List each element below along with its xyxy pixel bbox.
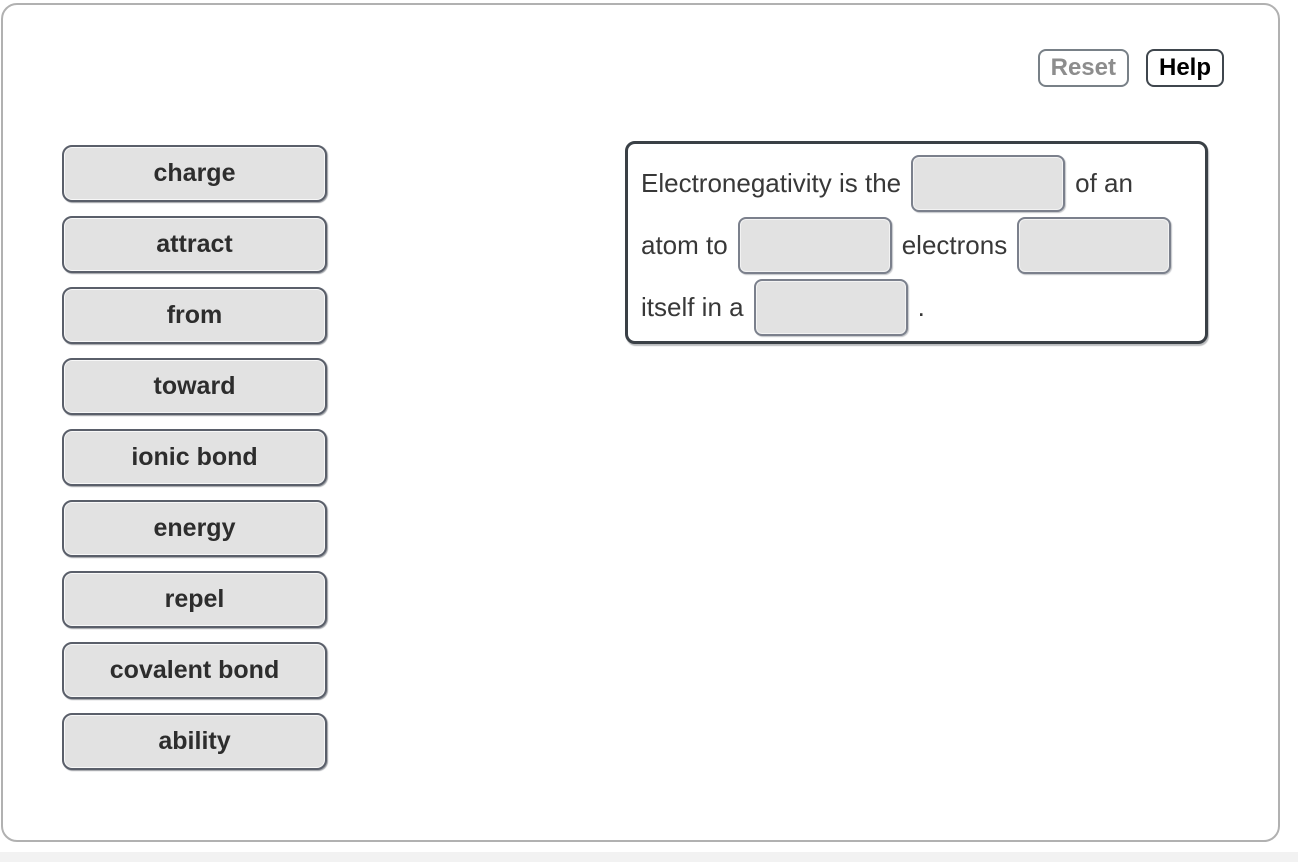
reset-button[interactable]: Reset: [1037, 49, 1129, 87]
word-chip-toward[interactable]: toward: [62, 358, 327, 415]
sentence-text: of an: [1075, 167, 1133, 198]
sentence-line-3: itself in a .: [641, 276, 1205, 338]
sentence-line-2: atom to electrons: [641, 214, 1205, 276]
word-chip-repel[interactable]: repel: [62, 571, 327, 628]
word-chip-covalent-bond[interactable]: covalent bond: [62, 642, 327, 699]
sentence-period: .: [917, 291, 925, 322]
sentence-panel: Electronegativity is the of an atom to e…: [625, 141, 1208, 344]
word-chip-charge[interactable]: charge: [62, 145, 327, 202]
word-chip-ionic-bond[interactable]: ionic bond: [62, 429, 327, 486]
page-background-strip: [0, 852, 1298, 862]
sentence-text: Electronegativity is the: [641, 167, 902, 198]
blank-dropzone-4[interactable]: [753, 278, 908, 336]
toolbar: Reset Help: [1037, 49, 1224, 87]
blank-dropzone-2[interactable]: [737, 216, 892, 274]
sentence-text: atom to: [641, 229, 728, 260]
word-chip-attract[interactable]: attract: [62, 216, 327, 273]
activity-card: Reset Help charge attract from toward io…: [1, 3, 1280, 842]
word-chip-from[interactable]: from: [62, 287, 327, 344]
help-button[interactable]: Help: [1145, 49, 1224, 87]
sentence-text: itself in a: [641, 291, 744, 322]
word-bank: charge attract from toward ionic bond en…: [62, 145, 327, 770]
sentence-text: electrons: [901, 229, 1008, 260]
blank-dropzone-1[interactable]: [911, 154, 1066, 212]
blank-dropzone-3[interactable]: [1017, 216, 1172, 274]
word-chip-ability[interactable]: ability: [62, 713, 327, 770]
word-chip-energy[interactable]: energy: [62, 500, 327, 557]
sentence-line-1: Electronegativity is the of an: [641, 152, 1205, 214]
